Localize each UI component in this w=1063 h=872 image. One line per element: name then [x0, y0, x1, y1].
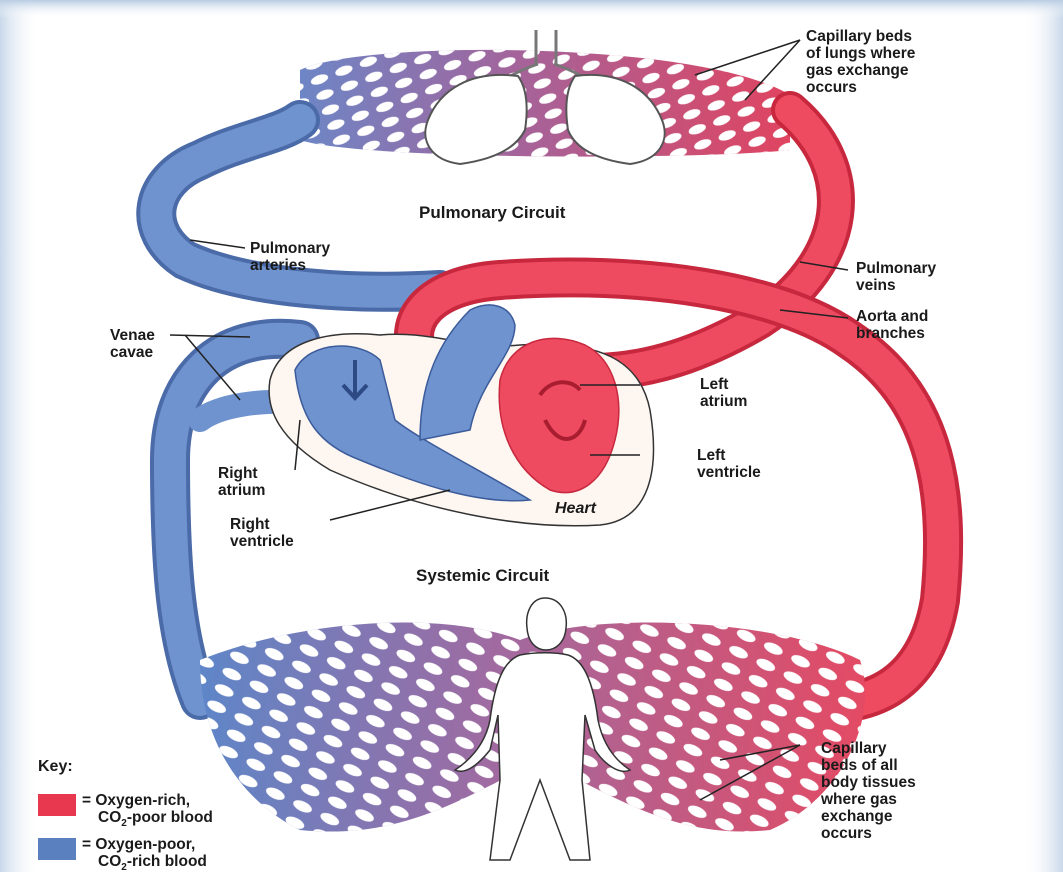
pulmonary-arteries-label: Pulmonary arteries: [250, 240, 330, 274]
lung-capillary-label: Capillary beds of lungs where gas exchan…: [806, 28, 915, 96]
oxygen-poor-swatch: [38, 838, 76, 860]
right-ventricle-label: Right ventricle: [230, 516, 294, 550]
heart: [269, 305, 653, 526]
oxygen-rich-line1: = Oxygen-rich,: [82, 792, 190, 809]
key-title: Key:: [38, 758, 73, 776]
right-atrium-label: Right atrium: [218, 465, 265, 499]
lung-capillary-bed: [300, 50, 790, 157]
body-capillary-label: Capillary beds of all body tissues where…: [821, 740, 916, 842]
oxygen-rich-line2: CO2-poor blood: [82, 809, 213, 826]
pulmonary-veins-label: Pulmonary veins: [856, 260, 936, 294]
pulmonary-circuit-title: Pulmonary Circuit: [419, 203, 565, 223]
oxygen-poor-line1: = Oxygen-poor,: [82, 836, 195, 853]
left-ventricle-label: Left ventricle: [697, 447, 761, 481]
oxygen-rich-swatch: [38, 794, 76, 816]
aorta-label: Aorta and branches: [856, 308, 928, 342]
oxygen-poor-key-text: = Oxygen-poor, CO2-rich blood: [82, 836, 207, 872]
left-atrium-label: Left atrium: [700, 376, 747, 410]
venae-cavae-label: Venae cavae: [110, 327, 155, 361]
systemic-circuit-title: Systemic Circuit: [416, 566, 549, 586]
heart-label: Heart: [555, 500, 596, 518]
oxygen-rich-key-text: = Oxygen-rich, CO2-poor blood: [82, 792, 213, 832]
oxygen-poor-line2: CO2-rich blood: [82, 853, 207, 870]
